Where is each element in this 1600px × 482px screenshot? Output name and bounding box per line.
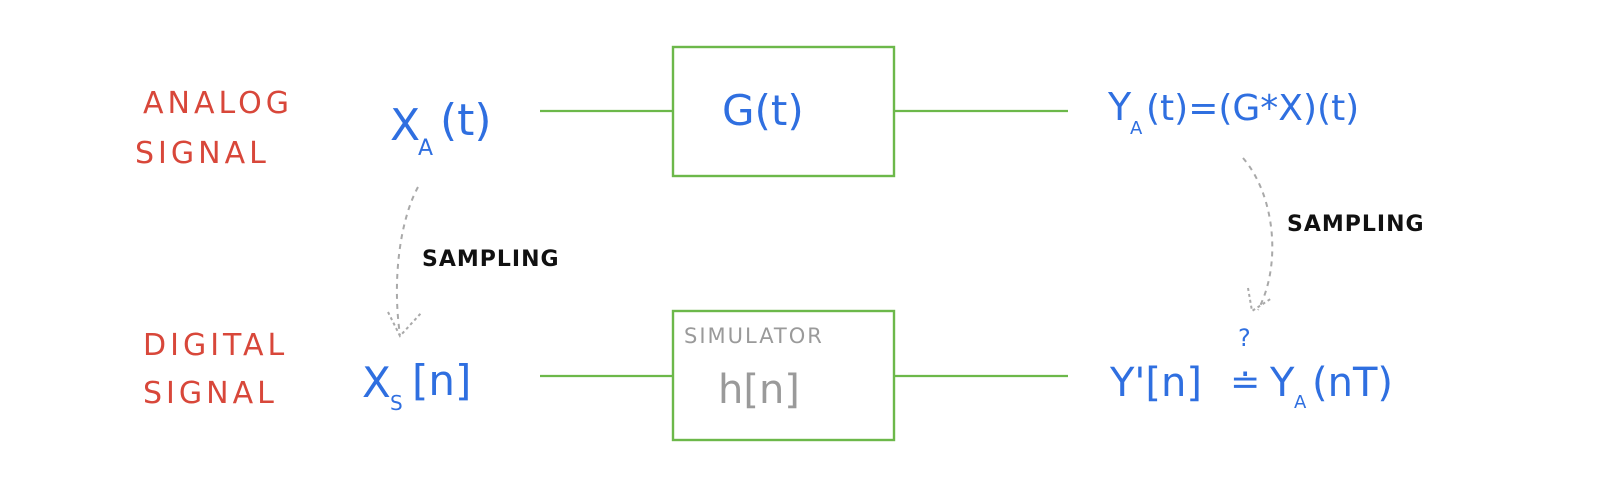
analog-input-signal: X A (t) bbox=[390, 95, 492, 161]
digital-output-comparison: Y'[n] ? ≐ Y A (nT) bbox=[1109, 324, 1393, 413]
digital-input-signal: X S [n] bbox=[362, 356, 471, 415]
approx-question-mark: ? bbox=[1238, 324, 1251, 352]
right-sampling-arrowhead bbox=[1247, 287, 1273, 313]
left-sampling-label: SAMPLING bbox=[422, 247, 560, 272]
analog-input-symbol: X bbox=[390, 100, 420, 151]
target-symbol: Y bbox=[1269, 360, 1295, 406]
left-sampling-arrowhead bbox=[387, 311, 423, 338]
target-subscript: A bbox=[1294, 392, 1307, 413]
simulator-system-label: h[n] bbox=[718, 367, 800, 413]
analog-label-line2: SIGNAL bbox=[135, 136, 270, 171]
digital-label-line2: SIGNAL bbox=[143, 376, 278, 411]
analog-input-subscript: A bbox=[418, 136, 433, 161]
right-sampling-arrow bbox=[1242, 157, 1274, 311]
approx-equal-symbol: ≐ bbox=[1230, 362, 1260, 403]
digital-input-subscript: S bbox=[390, 391, 403, 415]
digital-input-argument: [n] bbox=[412, 356, 471, 405]
analog-input-argument: (t) bbox=[440, 95, 492, 146]
analog-output-expression: (t)=(G*X)(t) bbox=[1146, 88, 1359, 129]
analog-label-line1: ANALOG bbox=[143, 86, 293, 121]
analog-output-symbol: Y bbox=[1107, 85, 1132, 129]
analog-system-label: G(t) bbox=[722, 86, 804, 135]
analog-output-signal: Y A (t)=(G*X)(t) bbox=[1107, 85, 1359, 139]
digital-input-symbol: X bbox=[362, 358, 391, 407]
digital-label-line1: DIGITAL bbox=[143, 328, 288, 363]
left-sampling-arrow bbox=[395, 186, 419, 336]
digital-output-symbol: Y'[n] bbox=[1109, 360, 1202, 406]
right-sampling-label: SAMPLING bbox=[1287, 212, 1425, 237]
target-argument: (nT) bbox=[1312, 360, 1393, 406]
simulator-label: SIMULATOR bbox=[684, 324, 824, 348]
analog-output-subscript: A bbox=[1130, 118, 1143, 139]
